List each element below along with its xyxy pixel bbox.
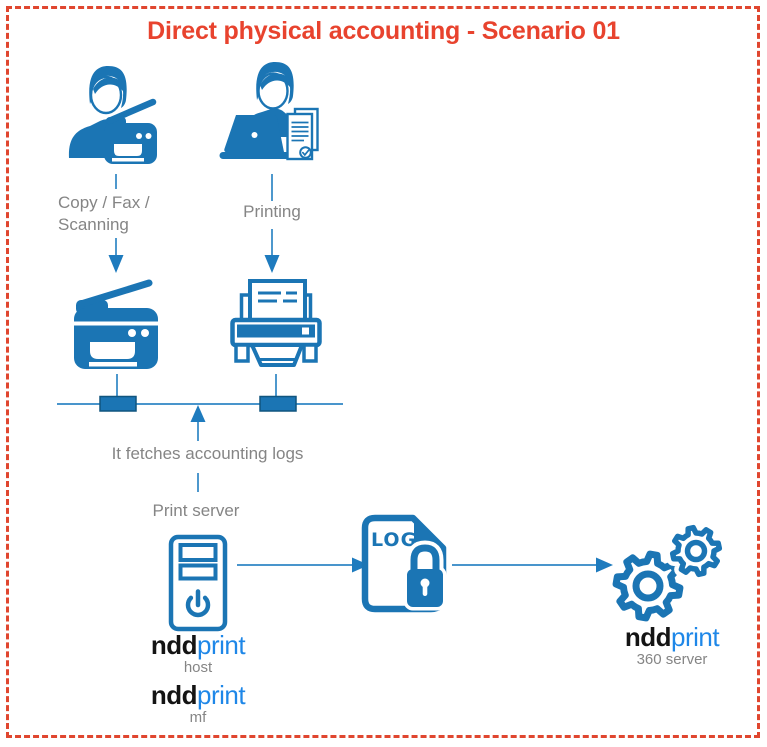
- user-with-laptop-documents-icon: [219, 62, 319, 161]
- log-text: LOG: [371, 529, 417, 551]
- multifunction-printer-icon: [74, 279, 158, 369]
- power-icon: [185, 589, 211, 618]
- printer-output-tray: [250, 343, 304, 367]
- fetch-logs-label: It fetches accounting logs: [111, 444, 304, 463]
- logo-nddprint-360-server: nddprint 360 server: [598, 622, 746, 668]
- logo-ndd: ndd: [624, 622, 672, 652]
- logo-ndd: ndd: [150, 630, 198, 660]
- print-server-label: Print server: [152, 501, 240, 520]
- arrow-server-to-log-head-icon: [352, 557, 369, 573]
- network-tap-right: [259, 395, 297, 412]
- logo-sub-host: host: [183, 659, 213, 676]
- printing-label: Printing: [243, 202, 301, 221]
- arrow-down-copy-icon: [108, 255, 124, 273]
- printer-icon: [230, 279, 322, 367]
- logo-sub-360-server: 360 server: [636, 651, 708, 668]
- logo-print: print: [197, 630, 246, 660]
- logo-nddprint-host: nddprint host: [128, 630, 268, 676]
- copy-fax-scanning-label: Copy / Fax / Scanning: [58, 193, 150, 234]
- logo-print: print: [671, 622, 720, 652]
- logo-nddprint-mf: nddprint mf: [128, 680, 268, 726]
- gears-icon: [612, 520, 727, 622]
- logo-print: print: [197, 680, 246, 710]
- log-file-lock-icon: LOG: [361, 514, 447, 613]
- folded-corner: [414, 521, 439, 545]
- arrow-down-print-icon: [264, 255, 280, 273]
- drive-bay: [178, 543, 218, 562]
- drive-bay: [178, 563, 218, 581]
- arrow-up-icon: [190, 405, 206, 422]
- logo-ndd: ndd: [150, 680, 198, 710]
- logo-sub-mf: mf: [189, 709, 207, 726]
- lock-icon: [403, 540, 447, 611]
- copier-lid: [105, 98, 157, 125]
- network-tap-left: [99, 395, 137, 412]
- page-title: Direct physical accounting - Scenario 01: [147, 17, 620, 45]
- check-circle-icon: [299, 146, 312, 159]
- server-tower-icon: [168, 534, 228, 632]
- user-with-copier-icon: [68, 66, 157, 164]
- arrow-log-to-360-head-icon: [596, 557, 613, 573]
- scanner-lid: [77, 279, 153, 308]
